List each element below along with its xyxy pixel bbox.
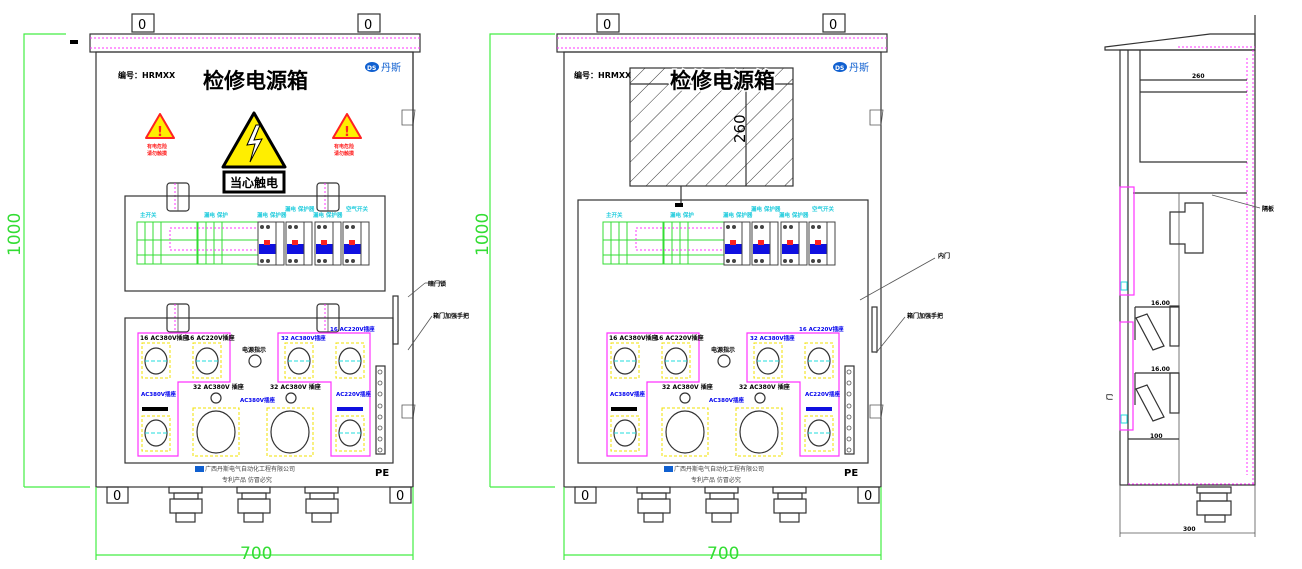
svg-text:DS: DS bbox=[835, 65, 844, 72]
socket-label: 32 AC380V 插座 bbox=[193, 383, 244, 391]
window-dimension: 260 bbox=[731, 114, 749, 143]
top-dimension: 260 bbox=[1192, 73, 1205, 80]
breaker-label: 漏电 保护器 bbox=[313, 211, 343, 219]
svg-text:!: ! bbox=[157, 125, 163, 140]
callout-handle: 箱门加强手把 bbox=[433, 312, 469, 320]
breaker-assembly: 主开关 漏电 保护 漏电 保护器 漏电 保护器 漏电 保护器 空气开关 bbox=[136, 205, 370, 266]
socket-panel bbox=[124, 317, 394, 464]
front-view-inner-door: 0 0 编号：HRMXX DS 丹斯 检修电源箱 260 内门 箱门加强手把 1… bbox=[473, 13, 950, 564]
socket-label: AC380V插座 bbox=[141, 390, 177, 398]
socket-label: 16 AC220V插座 bbox=[186, 334, 235, 342]
socket-label: 32 AC380V 插座 bbox=[270, 383, 321, 391]
cable-glands bbox=[575, 487, 879, 522]
front-view-closed: 0 0 编号：HRMXX 检修电源箱 DS 丹斯 ! 有电危险 请勿触摸 ! 有… bbox=[5, 13, 469, 564]
cable-glands: 0 0 bbox=[106, 486, 412, 523]
svg-text:丹斯: 丹斯 bbox=[381, 61, 401, 74]
caution-icon-left: ! 有电危险 请勿触摸 bbox=[145, 113, 175, 157]
height-dimension: 1000 bbox=[5, 213, 25, 256]
brand-logo: DS 丹斯 bbox=[833, 61, 869, 74]
company-name: 广西丹斯电气自动化工程有限公司 bbox=[205, 465, 295, 473]
socket-label: 32 AC380V插座 bbox=[281, 334, 326, 342]
socket-label: 16 AC220V插座 bbox=[330, 325, 375, 333]
svg-text:0: 0 bbox=[113, 489, 121, 504]
door-handle bbox=[392, 295, 399, 345]
lifting-hook-right bbox=[357, 13, 381, 33]
window-cutout bbox=[629, 67, 794, 187]
socket-label: AC220V插座 bbox=[336, 390, 372, 398]
height-dimension: 1000 bbox=[473, 213, 493, 256]
side-view: 260 隔板 16.00 16.00 100 门 300 bbox=[1104, 15, 1275, 537]
svg-text:DS: DS bbox=[367, 65, 376, 72]
svg-text:!: ! bbox=[344, 125, 350, 140]
company-slogan: 专利产品 仿冒必究 bbox=[222, 476, 272, 484]
socket-dimension: 16.00 bbox=[1151, 300, 1170, 307]
socket-label: 16 AC380V插座 bbox=[140, 334, 189, 342]
hook-label: 0 bbox=[603, 18, 611, 33]
width-dimension: 700 bbox=[707, 544, 739, 564]
callout-lock: 暗门锁 bbox=[428, 280, 446, 288]
serial-label: 编号：HRMXX bbox=[118, 70, 176, 80]
breaker-panel bbox=[124, 195, 386, 292]
svg-text:有电危险: 有电危险 bbox=[147, 143, 168, 150]
power-indicator-label: 电源指示 bbox=[242, 346, 266, 354]
bottom-dimension: 100 bbox=[1150, 433, 1163, 440]
svg-text:当心触电: 当心触电 bbox=[230, 175, 278, 190]
cabinet-title: 检修电源箱 bbox=[203, 68, 308, 93]
hook-label: 0 bbox=[829, 18, 837, 33]
svg-text:丹斯: 丹斯 bbox=[849, 61, 869, 74]
socket-assembly: 16 AC380V插座 16 AC220V插座 32 AC380V插座 16 A… bbox=[137, 325, 389, 484]
door-handle bbox=[871, 306, 878, 353]
socket-dimension: 16.00 bbox=[1151, 366, 1170, 373]
breaker bbox=[257, 221, 285, 266]
socket-label: AC380V插座 bbox=[240, 396, 276, 404]
pe-label: PE bbox=[375, 468, 389, 479]
breaker-assembly bbox=[603, 205, 835, 265]
hinge-icon bbox=[166, 182, 190, 212]
hook-label: 0 bbox=[364, 18, 372, 33]
hinge-icon bbox=[316, 182, 340, 212]
svg-text:0: 0 bbox=[396, 489, 404, 504]
caution-icon-right: ! 有电危险 请勿触摸 bbox=[332, 113, 362, 157]
svg-text:有电危险: 有电危险 bbox=[334, 143, 355, 150]
breaker-label: 漏电 保护器 bbox=[257, 211, 287, 219]
brand-logo: DS 丹斯 bbox=[365, 61, 401, 74]
inner-door bbox=[577, 199, 869, 464]
hook-label: 0 bbox=[138, 18, 146, 33]
door-label: 门 bbox=[1106, 394, 1114, 400]
socket-assembly bbox=[606, 324, 859, 485]
breaker-label: 漏电 保护 bbox=[204, 211, 228, 219]
breaker-label: 漏电 保护器 bbox=[285, 205, 315, 213]
breaker-label: 空气开关 bbox=[346, 205, 369, 213]
serial-label: 编号：HRMXX bbox=[574, 70, 632, 80]
svg-text:请勿触摸: 请勿触摸 bbox=[147, 150, 168, 157]
depth-dimension: 300 bbox=[1183, 526, 1196, 533]
callout-partition: 隔板 bbox=[1262, 205, 1275, 213]
breaker-label: 主开关 bbox=[140, 211, 157, 219]
high-voltage-icon: 当心触电 bbox=[221, 111, 287, 194]
callout-inner-door: 内门 bbox=[938, 252, 950, 260]
cabinet-title: 检修电源箱 bbox=[670, 68, 775, 93]
callout-handle: 箱门加强手把 bbox=[907, 312, 943, 320]
width-dimension: 700 bbox=[240, 544, 272, 564]
lifting-hook-left bbox=[131, 13, 155, 33]
svg-text:请勿触摸: 请勿触摸 bbox=[334, 150, 355, 157]
roof bbox=[89, 33, 421, 53]
